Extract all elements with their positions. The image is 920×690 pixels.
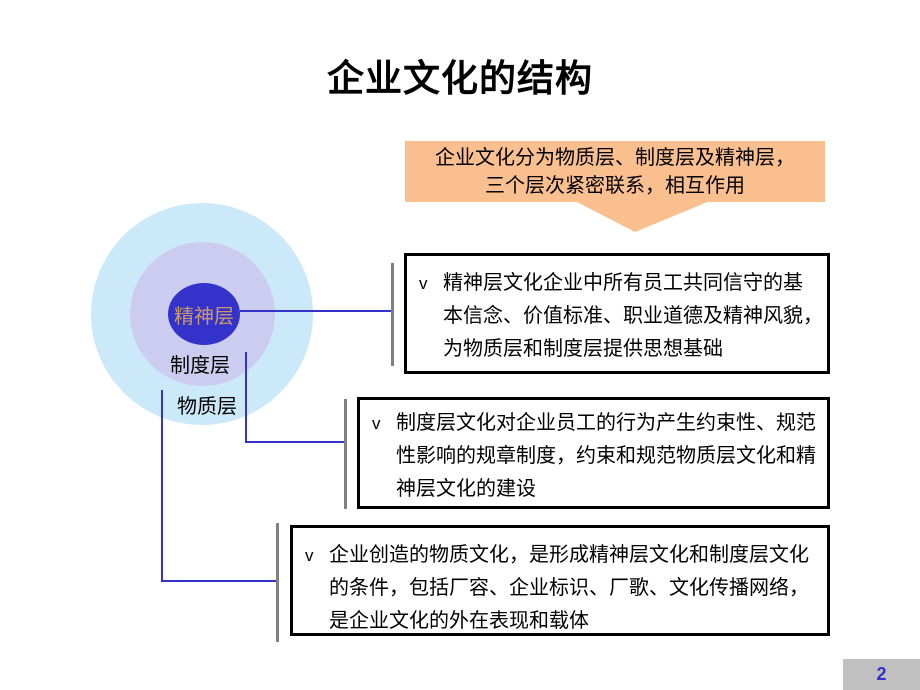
- connector-line-institution-vertical: [245, 352, 247, 443]
- textbox-line: 性影响的规章制度，约束和规范物质层文化和精: [396, 445, 816, 467]
- page-number: 2: [876, 664, 887, 684]
- textbox-line: 制度层文化对企业员工的行为产生约束性、规范: [396, 412, 816, 434]
- checkmark-bullet-icon: v: [419, 274, 428, 293]
- textbox-line: 的条件，包括厂容、企业标识、厂歌、文化传播网络，: [329, 577, 809, 599]
- connector-line-institution-horizontal: [245, 441, 345, 443]
- callout-text-line1: 企业文化分为物质层、制度层及精神层，: [435, 146, 795, 169]
- connector-line-spirit: [240, 310, 392, 312]
- textbox-line: 本信念、价值标准、职业道德及精神风貌，: [443, 305, 823, 327]
- label-institution-layer: 制度层: [170, 355, 230, 377]
- divider-bar-institution-box: [344, 399, 347, 509]
- textbox-spirit-layer: v 精神层文化企业中所有员工共同信守的基 本信念、价值标准、职业道德及精神风貌，…: [404, 253, 830, 374]
- circle-spirit-layer: 精神层: [168, 283, 240, 345]
- callout-text-line2: 三个层次紧密联系，相互作用: [485, 174, 745, 197]
- connector-line-material-horizontal: [161, 580, 277, 582]
- textbox-material-layer: v 企业创造的物质文化，是形成精神层文化和制度层文化 的条件，包括厂容、企业标识…: [290, 525, 830, 636]
- textbox-line: 企业创造的物质文化，是形成精神层文化和制度层文化: [329, 544, 809, 566]
- connector-line-material-vertical: [161, 390, 163, 582]
- checkmark-bullet-icon: v: [305, 546, 314, 565]
- divider-bar-material-box: [276, 523, 279, 642]
- page-number-box: 2: [843, 659, 920, 690]
- label-material-layer: 物质层: [177, 396, 237, 418]
- callout-arrow-down-icon: [575, 201, 710, 232]
- textbox-line: 是企业文化的外在表现和载体: [329, 610, 589, 632]
- textbox-line: 为物质层和制度层提供思想基础: [443, 338, 723, 360]
- label-spirit-layer: 精神层: [174, 305, 234, 328]
- divider-bar-spirit-box: [391, 263, 394, 366]
- page-title: 企业文化的结构: [327, 58, 593, 99]
- checkmark-bullet-icon: v: [372, 414, 381, 433]
- textbox-line: 精神层文化企业中所有员工共同信守的基: [443, 272, 803, 294]
- textbox-institution-layer: v 制度层文化对企业员工的行为产生约束性、规范 性影响的规章制度，约束和规范物质…: [357, 397, 830, 509]
- callout-banner: 企业文化分为物质层、制度层及精神层， 三个层次紧密联系，相互作用: [405, 141, 825, 202]
- textbox-line: 神层文化的建设: [396, 478, 536, 500]
